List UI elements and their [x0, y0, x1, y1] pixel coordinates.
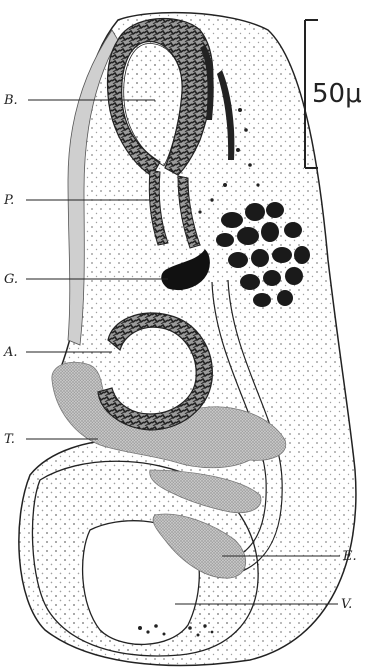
label-e-text: E.: [342, 549, 357, 564]
label-v-text: V.: [341, 597, 352, 612]
label-p-text: P.: [3, 193, 14, 208]
scale-bar-label: 50μ: [312, 79, 362, 109]
label-b-text: B.: [3, 93, 18, 108]
label-t-text: T.: [4, 432, 15, 447]
label-g-text: G.: [4, 272, 18, 287]
label-a-text: A.: [3, 345, 18, 360]
